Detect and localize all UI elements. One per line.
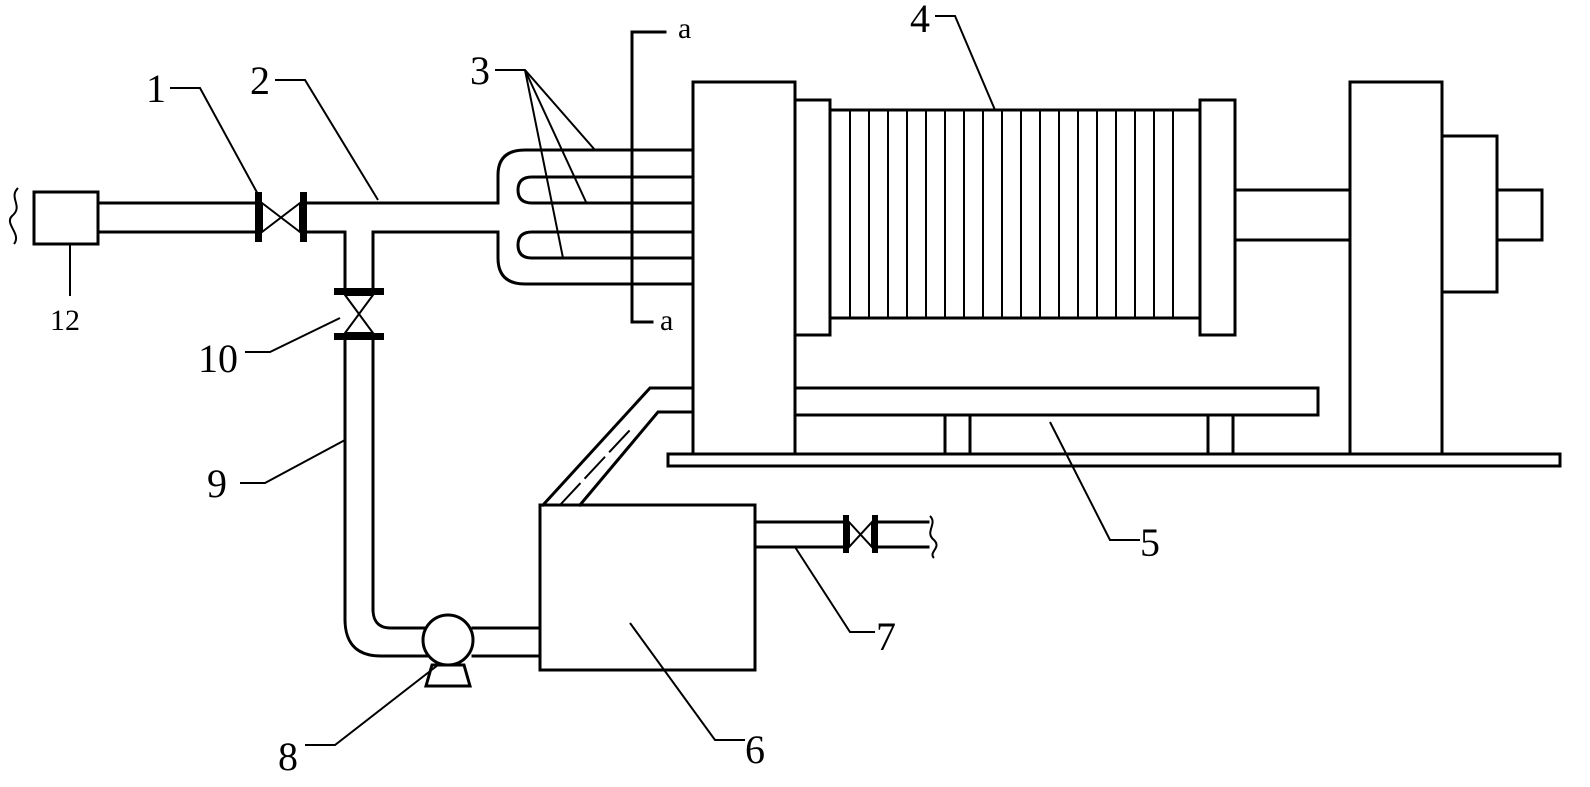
label-9: 9 [207, 461, 227, 506]
label-section-a-bottom: a [660, 304, 673, 337]
support-beam [793, 386, 1320, 456]
return-pipe [343, 230, 432, 658]
return-valve [334, 288, 384, 340]
feed-manifold [496, 148, 695, 286]
section-line-aa [630, 30, 667, 324]
label-7: 7 [876, 614, 896, 659]
filter-press [691, 80, 1544, 456]
label-6: 6 [745, 727, 765, 772]
inlet-valve [255, 192, 307, 242]
inlet-meter [9, 187, 100, 296]
label-12: 12 [50, 304, 80, 337]
label-8: 8 [278, 734, 298, 779]
label-1: 1 [146, 66, 166, 111]
label-5: 5 [1140, 520, 1160, 565]
pump [421, 613, 542, 688]
tank-outlet-pipe [753, 515, 938, 559]
label-10: 10 [198, 336, 238, 381]
filter-plates [849, 110, 1174, 318]
label-3: 3 [470, 48, 490, 93]
discharge-pipe [540, 386, 695, 508]
label-4: 4 [910, 0, 930, 41]
base-rail [666, 452, 1562, 468]
label-section-a-top: a [678, 12, 691, 45]
feed-main-pipe [96, 201, 500, 234]
filtrate-tank [538, 503, 757, 672]
label-2: 2 [250, 58, 270, 103]
leader-lines [170, 15, 1140, 746]
